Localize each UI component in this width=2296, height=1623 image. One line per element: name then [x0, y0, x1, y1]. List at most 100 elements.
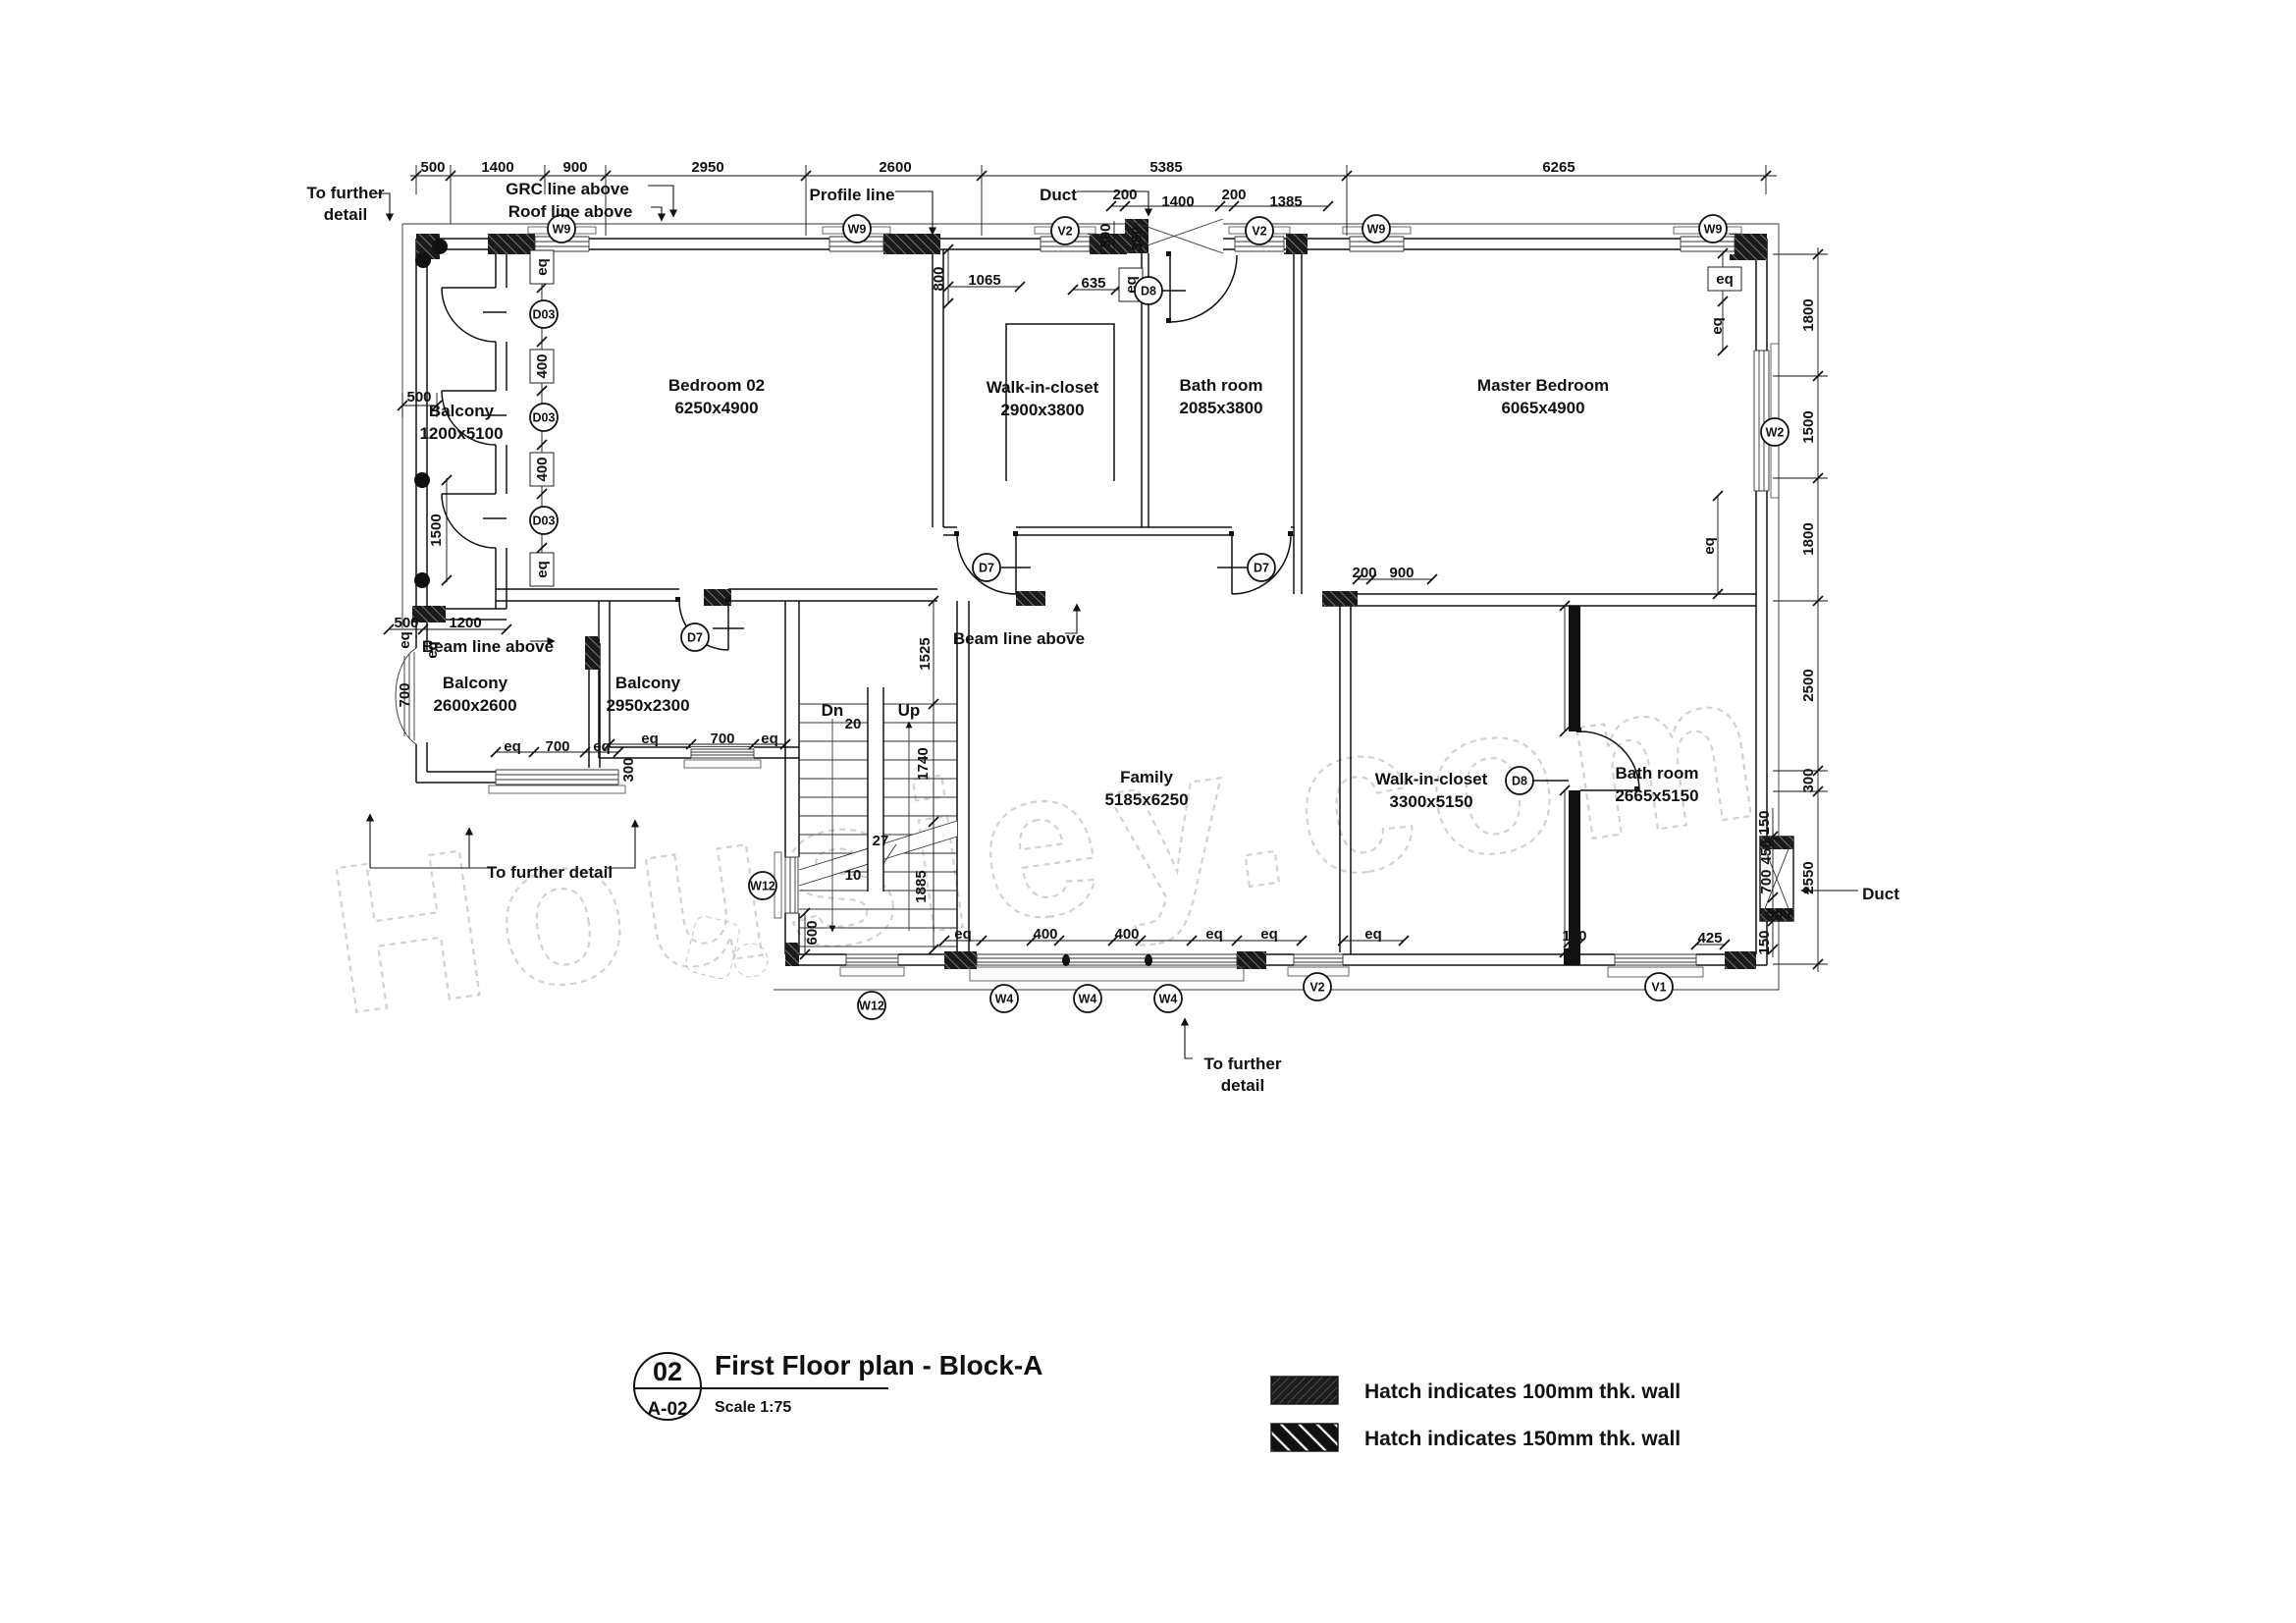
pier	[1088, 234, 1127, 254]
dimension-label: 1500	[428, 514, 445, 546]
tag-d03: D03	[529, 299, 559, 329]
watermark-text: Housiey.com	[316, 622, 1784, 1058]
pier	[785, 943, 799, 966]
room-size: 6250x4900	[674, 399, 758, 417]
tag-circle	[1153, 984, 1183, 1013]
duct-top	[1124, 218, 1224, 254]
note-text: To further	[1203, 1055, 1281, 1073]
dimension-label: eq	[1205, 926, 1223, 943]
tag-circle	[1134, 276, 1163, 305]
dim-box	[529, 452, 555, 487]
dimension-label: 1800	[1800, 522, 1817, 555]
tag-d8: D8	[1134, 276, 1163, 305]
dimension-label: eq	[534, 258, 551, 276]
note-text: To further	[306, 184, 384, 202]
tag-circle	[989, 984, 1019, 1013]
room-label: Balcony	[615, 674, 681, 692]
tag-label: W4	[995, 993, 1014, 1006]
dimension-label: 200	[1112, 187, 1137, 203]
dimension-label: eq	[1709, 317, 1726, 335]
tag-circle	[1760, 417, 1789, 447]
room-label: Master Bedroom	[1477, 376, 1609, 395]
dimension-label: eq	[397, 631, 413, 649]
dimension-label: eq	[424, 641, 441, 659]
dimension-label: 700	[397, 682, 413, 707]
dimension-label: 400	[534, 353, 551, 378]
tag-circle	[1073, 984, 1102, 1013]
tag-circle	[748, 871, 777, 900]
dimension-label: 700	[545, 738, 569, 755]
window-w4-band	[969, 952, 1245, 982]
dimension-label: 550	[1766, 905, 1790, 922]
note-text: GRC line above	[506, 180, 629, 198]
tag-d03: D03	[529, 403, 559, 432]
dim-box	[1707, 266, 1742, 292]
tag-circle	[1247, 553, 1276, 582]
drawing-title: First Floor plan - Block-A	[715, 1350, 1042, 1380]
room-size: 3300x5150	[1389, 792, 1472, 811]
tag-w9: W9	[1698, 214, 1728, 243]
column-dot	[432, 239, 448, 254]
leader-lines	[365, 185, 1858, 1059]
windows-layer	[395, 226, 1780, 982]
tag-v2: V2	[1303, 972, 1332, 1001]
room-label: Bath room	[1616, 764, 1699, 783]
pier	[704, 589, 731, 606]
note-text: Dn	[822, 701, 844, 720]
dimension-label: 1740	[915, 747, 932, 780]
tag-w12: W12	[748, 871, 777, 900]
dimension-label: 150	[1756, 930, 1773, 954]
thick-wall-100mm	[1569, 606, 1580, 731]
note-text: Duct	[1040, 186, 1077, 204]
dimension-label: 20	[845, 716, 862, 732]
watermark: Housiey.com	[315, 622, 1786, 1059]
tag-circle	[1698, 214, 1728, 243]
tag-label: W4	[1159, 993, 1178, 1006]
dimension-label: eq	[1701, 537, 1718, 555]
room-label: Family	[1120, 768, 1173, 786]
dimension-label: 425	[1697, 930, 1722, 947]
tag-w4: W4	[989, 984, 1019, 1013]
tag-d7: D7	[972, 553, 1001, 582]
drawing-number-circle	[633, 1352, 702, 1421]
dimension-label: 800	[931, 266, 947, 291]
tag-label: D7	[1254, 562, 1269, 575]
tag-label: W9	[553, 223, 571, 237]
tag-label: W9	[1367, 223, 1386, 237]
note-text: detail	[1221, 1076, 1264, 1095]
door-d03-1	[441, 287, 497, 343]
dim-box	[529, 552, 555, 587]
tag-label: W2	[1766, 426, 1785, 440]
pier	[944, 951, 977, 969]
legend: Hatch indicates 100mm thk. wall Hatch in…	[1270, 1376, 1681, 1452]
room-size: 2665x5150	[1615, 786, 1698, 805]
note-text: Profile line	[810, 186, 895, 204]
pier	[1730, 234, 1767, 260]
dimension-label: 2950	[691, 159, 723, 176]
dimension-label: 1385	[1269, 193, 1302, 210]
dimension-label: 1500	[1800, 410, 1817, 443]
dimension-label: eq	[954, 926, 972, 943]
pier	[1286, 234, 1308, 254]
room-label: Balcony	[429, 402, 495, 420]
tag-label: D7	[979, 562, 994, 575]
dimension-lines	[383, 165, 1828, 972]
room-label: Balcony	[443, 674, 508, 692]
room-size: 2085x3800	[1179, 399, 1262, 417]
tag-d7: D7	[680, 622, 710, 652]
room-size: 2950x2300	[606, 696, 689, 715]
dimension-label: 2600	[879, 159, 911, 176]
tag-circle	[857, 991, 886, 1020]
note-text: Roof line above	[508, 202, 633, 221]
stairs	[798, 687, 958, 947]
drawing-number: 02	[653, 1357, 682, 1386]
tag-label: D03	[533, 514, 556, 528]
column-dot	[414, 472, 430, 488]
note-text: Duct	[1862, 885, 1899, 903]
room-label: Bath room	[1180, 376, 1263, 395]
